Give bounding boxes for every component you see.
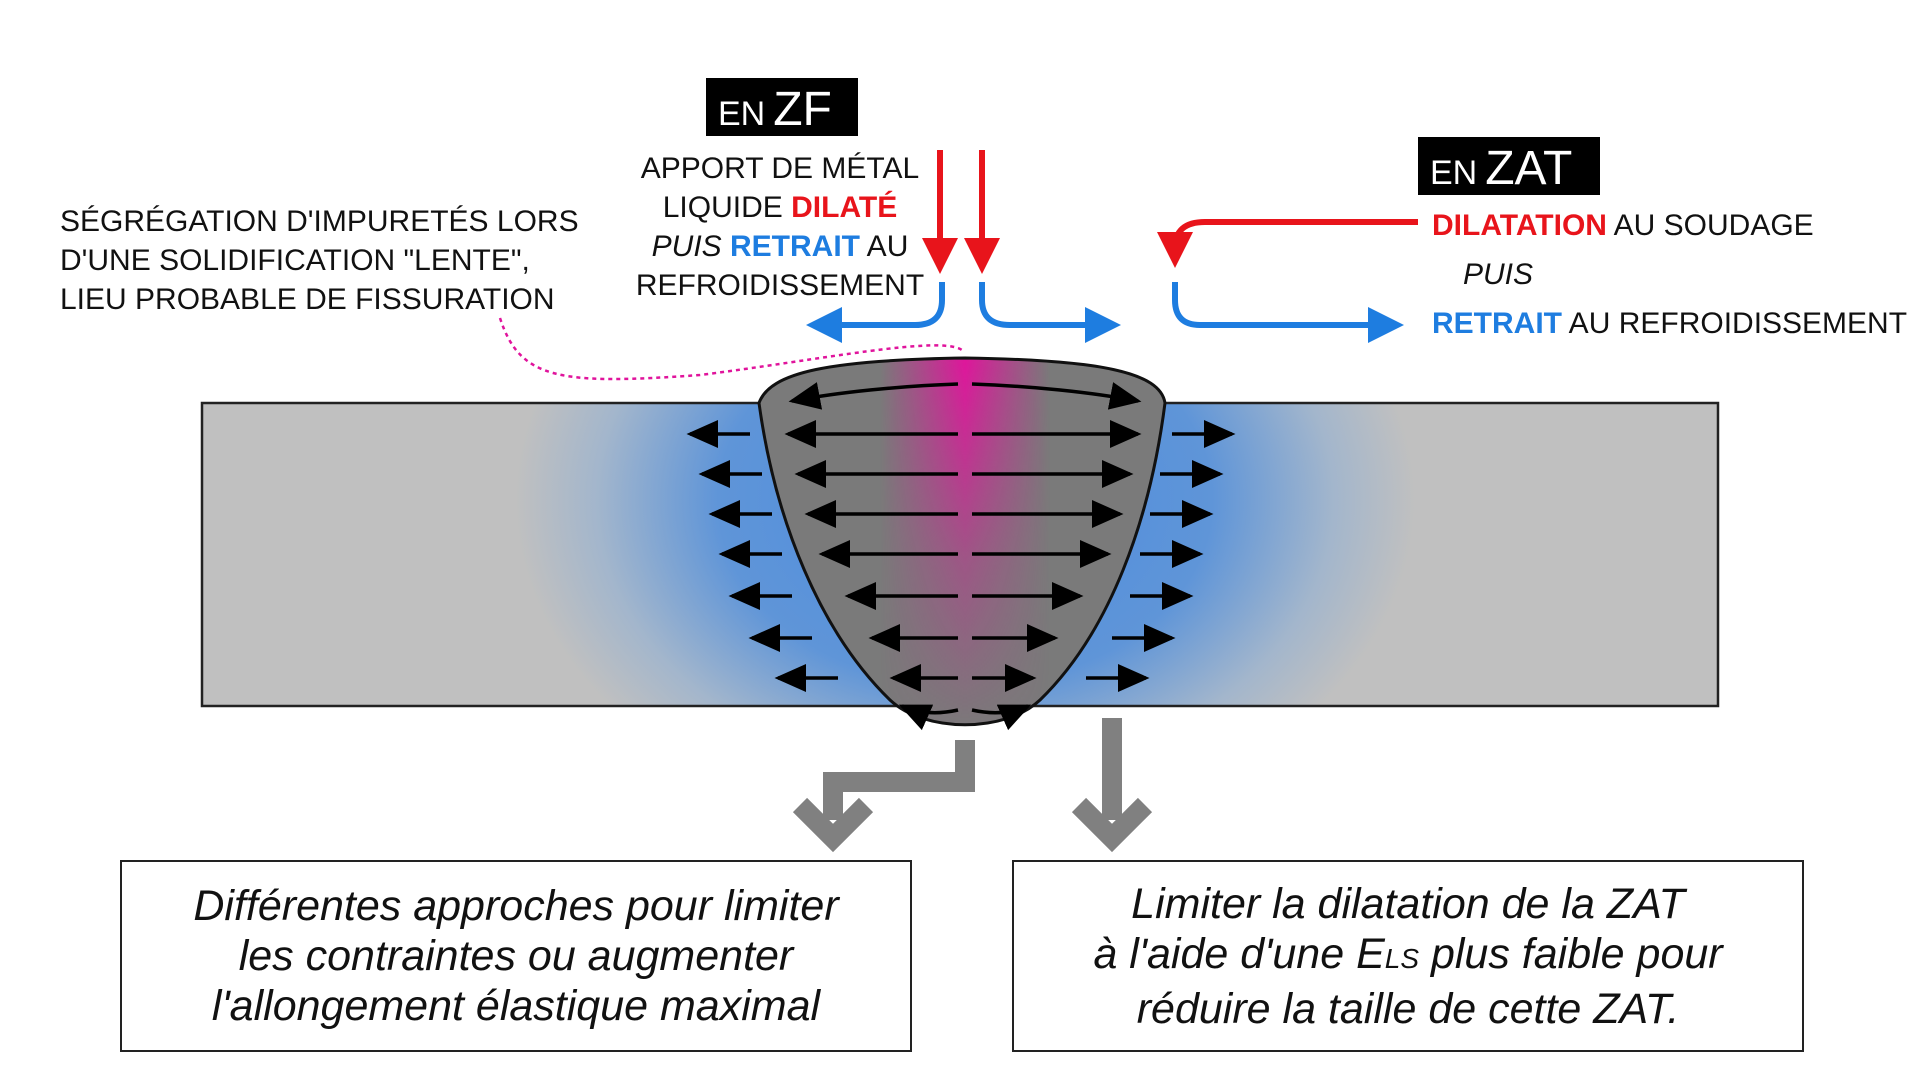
limit-haz-line-3: réduire la taille de cette ZAT.	[1136, 984, 1680, 1033]
svg-text:RETRAIT AU REFROIDISSEMENT: RETRAIT AU REFROIDISSEMENT	[1432, 307, 1907, 340]
zf-blue-arrow-right	[979, 282, 1121, 343]
down-arrow-left	[823, 740, 975, 820]
svg-text:APPORT DE MÉTAL: APPORT DE MÉTAL	[641, 152, 919, 185]
segregation-zone	[880, 358, 1050, 725]
zat-red-arrow	[1157, 219, 1418, 268]
zat-blue-arrow	[1172, 282, 1404, 343]
zf-arrows	[806, 150, 1121, 343]
haz-expansion-arrows	[686, 420, 1236, 692]
approaches-line-1: Différentes approches pour limiter	[193, 882, 839, 930]
limit-haz-line-2: à l'aide d'une ELS plus faible pour	[1093, 929, 1723, 978]
approaches-box: Différentes approches pour limiter les c…	[120, 860, 912, 1052]
svg-text:PUIS: PUIS	[1463, 258, 1533, 291]
down-arrows	[792, 718, 1153, 853]
bead-arrow-top-left	[788, 382, 959, 410]
segregation-caption: SÉGRÉGATION D'IMPURETÉS LORS D'UNE SOLID…	[60, 205, 579, 316]
weld-bead	[757, 356, 1167, 727]
svg-text:PUIS RETRAIT AU: PUIS RETRAIT AU	[652, 230, 909, 263]
svg-text:LIQUIDE DILATÉ: LIQUIDE DILATÉ	[663, 190, 897, 224]
svg-text:LIEU PROBABLE DE FISSURATION: LIEU PROBABLE DE FISSURATION	[60, 283, 555, 316]
svg-text:REFROIDISSEMENT: REFROIDISSEMENT	[636, 269, 924, 302]
approaches-line-2: les contraintes ou augmenter	[238, 932, 794, 980]
zat-caption: DILATATION AU SOUDAGE PUIS RETRAIT AU RE…	[1432, 209, 1907, 340]
svg-text:DILATATION AU SOUDAGE: DILATATION AU SOUDAGE	[1432, 209, 1814, 242]
limit-haz-box: Limiter la dilatation de la ZAT à l'aide…	[1012, 860, 1804, 1052]
svg-text:D'UNE SOLIDIFICATION "LENTE",: D'UNE SOLIDIFICATION "LENTE",	[60, 244, 530, 277]
zf-caption: APPORT DE MÉTAL LIQUIDE DILATÉ PUIS RETR…	[636, 152, 924, 302]
approaches-line-3: l'allongement élastique maximal	[211, 982, 821, 1030]
segregation-leader-line	[498, 317, 963, 381]
limit-haz-line-1: Limiter la dilatation de la ZAT	[1131, 879, 1685, 928]
bead-arrow-top-right	[971, 382, 1142, 410]
zat-arrows	[1157, 219, 1418, 343]
zf-blue-arrow-left	[806, 282, 945, 343]
bead-contraction-arrows	[784, 382, 1142, 731]
svg-text:SÉGRÉGATION D'IMPURETÉS LORS: SÉGRÉGATION D'IMPURETÉS LORS	[60, 205, 579, 238]
